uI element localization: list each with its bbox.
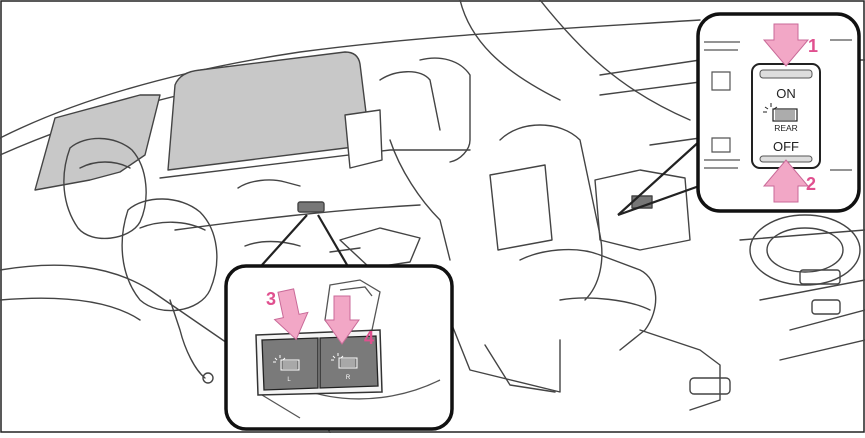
- callout-rear-door-switches: L R 3 4: [226, 266, 452, 429]
- step-marker-2: 2: [806, 174, 816, 194]
- front-seat: [490, 165, 552, 250]
- step-marker-4: 4: [364, 328, 374, 348]
- step-marker-3: 3: [266, 289, 276, 309]
- label-off: OFF: [773, 139, 799, 154]
- label-rear: REAR: [774, 123, 798, 133]
- left-sunshade-switch[interactable]: L: [262, 338, 318, 390]
- label-on: ON: [776, 86, 796, 101]
- callout-front-switch: ON REAR OFF 1 2: [698, 14, 859, 211]
- switch-right-letter: R: [346, 375, 351, 381]
- step-marker-1: 1: [808, 36, 818, 56]
